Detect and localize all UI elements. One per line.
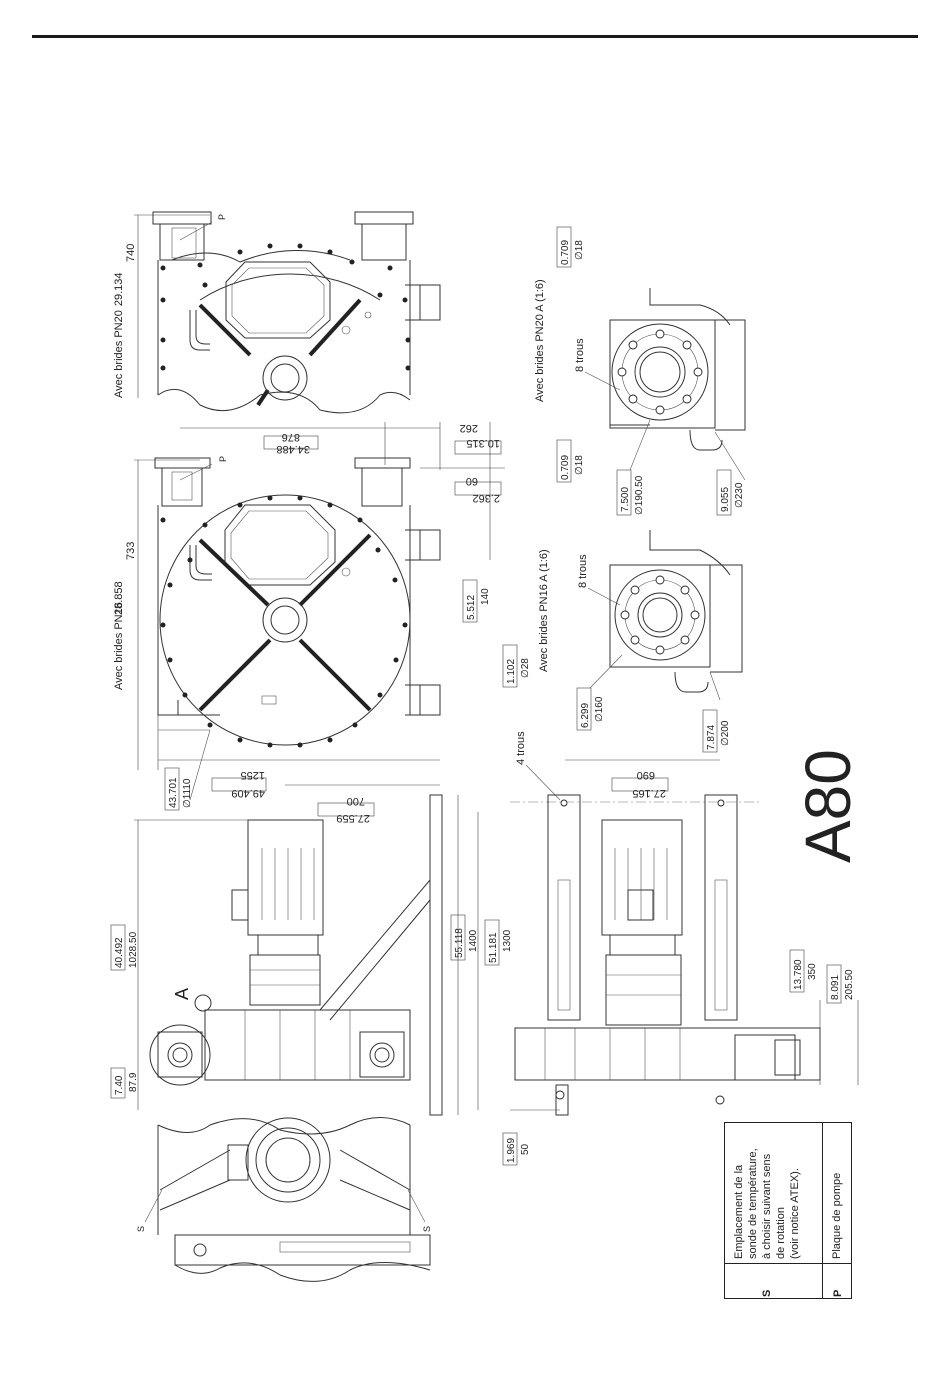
svg-text:∅160: ∅160 xyxy=(594,696,605,722)
svg-text:40.492: 40.492 xyxy=(114,937,125,968)
svg-text:7.500: 7.500 xyxy=(620,487,631,512)
svg-text:87.9: 87.9 xyxy=(128,1072,139,1092)
svg-text:2.362: 2.362 xyxy=(472,492,500,504)
svg-text:700: 700 xyxy=(347,795,365,807)
plate-marker-pn16: P xyxy=(218,456,228,462)
side-view: 40.492 1028.50 7.40 87.9 A 55.118 1400 5… xyxy=(110,784,513,1116)
svg-text:262: 262 xyxy=(460,422,478,434)
sensor-marker-left: S xyxy=(136,1226,146,1232)
svg-text:49.409: 49.409 xyxy=(231,787,265,799)
svg-text:8 trous: 8 trous xyxy=(574,338,586,372)
pn20-height-dim: Avec brides PN2029.134 xyxy=(113,272,125,398)
svg-text:Avec brides PN16: Avec brides PN16 xyxy=(113,602,125,690)
svg-text:7.40: 7.40 xyxy=(114,1075,125,1095)
svg-text:8.091: 8.091 xyxy=(830,975,841,1000)
svg-text:1.969: 1.969 xyxy=(506,1138,517,1163)
svg-text:Avec brides PN16 A (1:6): Avec brides PN16 A (1:6) xyxy=(538,549,550,672)
pn16-top-dims: 876 34.488 262 10.315 60 2.362 xyxy=(180,422,505,560)
detail-pn20: Avec brides PN20 A (1:6) 0.709 ∅18 8 tro… xyxy=(534,226,746,516)
legend-key-s: S xyxy=(761,1289,773,1297)
svg-text:733: 733 xyxy=(125,542,137,560)
svg-text:∅200: ∅200 xyxy=(720,720,731,746)
sensor-view: S S xyxy=(136,1117,432,1282)
model-title: A80 xyxy=(792,749,864,863)
svg-text:876: 876 xyxy=(282,431,300,443)
svg-text:7.874: 7.874 xyxy=(706,725,717,750)
svg-text:4 trous: 4 trous xyxy=(515,731,527,765)
plate-marker-pn20: P xyxy=(217,214,227,220)
svg-text:1.102: 1.102 xyxy=(506,659,517,684)
svg-text:1300: 1300 xyxy=(502,929,513,952)
legend-text-s-4: de rotation xyxy=(775,1207,787,1259)
svg-text:∅28: ∅28 xyxy=(520,658,531,678)
svg-text:350: 350 xyxy=(807,963,818,980)
legend-key-p: P xyxy=(832,1289,844,1297)
svg-text:∅18: ∅18 xyxy=(574,455,585,475)
legend-row-plate: P Plaque de pompe xyxy=(822,1123,852,1298)
svg-text:Avec brides PN20 A (1:6): Avec brides PN20 A (1:6) xyxy=(534,279,546,402)
legend-row-sensor: S Emplacement de la sonde de température… xyxy=(725,1123,822,1298)
svg-text:27.559: 27.559 xyxy=(336,812,370,824)
svg-text:∅18: ∅18 xyxy=(574,240,585,260)
view-pn20: Avec brides PN2029.134 740 P xyxy=(113,211,441,414)
svg-text:∅230: ∅230 xyxy=(734,482,745,508)
svg-text:∅190.50: ∅190.50 xyxy=(634,475,645,515)
legend-text-s-3: à choisir suivant sens xyxy=(761,1153,773,1259)
legend-text-s-5: (voir notice ATEX). xyxy=(789,1168,801,1259)
svg-text:0.709: 0.709 xyxy=(560,240,571,265)
svg-text:6.299: 6.299 xyxy=(580,703,591,728)
svg-text:8 trous: 8 trous xyxy=(577,554,589,588)
legend-text-p: Plaque de pompe xyxy=(831,1172,843,1259)
svg-text:1028.50: 1028.50 xyxy=(128,931,139,968)
svg-text:205.50: 205.50 xyxy=(844,969,855,1000)
svg-text:55.118: 55.118 xyxy=(454,928,465,958)
top-view: 4 trous 690 27.165 13.780 350 8.091 205.… xyxy=(502,731,859,1166)
svg-text:27.165: 27.165 xyxy=(632,787,666,799)
svg-text:50: 50 xyxy=(520,1143,531,1155)
pn20-height-mm: 740 xyxy=(125,244,137,262)
detail-pn16: Avec brides PN16 A (1:6) 1.102 ∅28 8 tro… xyxy=(502,530,743,753)
svg-text:43.701: 43.701 xyxy=(168,777,179,808)
header-rule xyxy=(32,35,918,38)
svg-text:0.709: 0.709 xyxy=(560,455,571,480)
svg-text:1400: 1400 xyxy=(468,929,479,952)
sensor-marker-right: S xyxy=(422,1226,432,1232)
svg-text:28.858: 28.858 xyxy=(113,581,125,615)
svg-text:1255: 1255 xyxy=(241,769,265,781)
svg-text:13.780: 13.780 xyxy=(793,959,804,990)
svg-text:∅1110: ∅1110 xyxy=(182,778,193,808)
legend-text-s-2: sonde de température, xyxy=(747,1148,759,1259)
svg-text:140: 140 xyxy=(480,588,491,605)
svg-text:10.315: 10.315 xyxy=(466,437,500,449)
legend-table: S Emplacement de la sonde de température… xyxy=(724,1122,852,1299)
view-pn16: Avec brides PN16 28.858 733 xyxy=(113,456,491,811)
legend-text-s-1: Emplacement de la xyxy=(733,1164,745,1259)
svg-text:5.512: 5.512 xyxy=(466,595,477,620)
svg-text:60: 60 xyxy=(466,475,478,487)
svg-text:9.055: 9.055 xyxy=(720,487,731,512)
svg-text:51.181: 51.181 xyxy=(488,932,499,963)
section-marker: A xyxy=(172,988,192,1000)
svg-text:690: 690 xyxy=(637,769,655,781)
